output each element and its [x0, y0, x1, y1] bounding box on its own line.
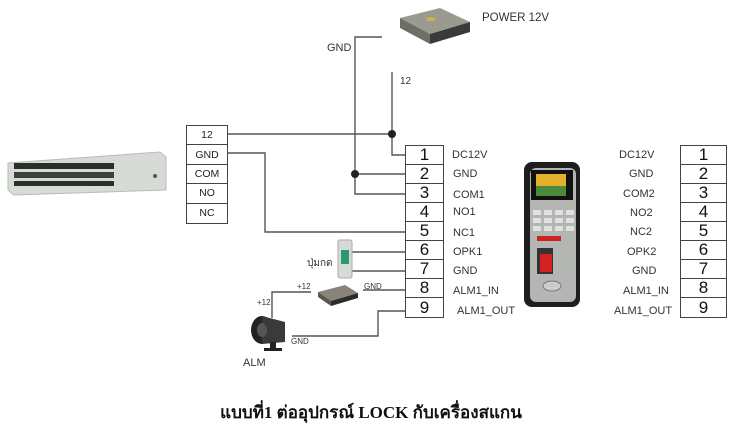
- junction-12v: [388, 130, 396, 138]
- wire-alarm-12: [271, 291, 311, 318]
- terminal-number: 9: [698, 297, 709, 317]
- terminal-number: 1: [406, 145, 443, 165]
- alarm-plus12-label: +12: [297, 282, 311, 291]
- lock-terminal: NO: [187, 184, 227, 204]
- terminal-number: 8: [681, 278, 726, 298]
- scanner-terminal-label: GND: [629, 168, 654, 180]
- terminal-number: 8: [406, 278, 443, 298]
- power-supply-label: POWER 12V: [482, 12, 550, 24]
- terminal-label: NO1: [453, 206, 476, 218]
- diagram-caption: แบบที่1 ต่ออุปกรณ์ LOCK กับเครื่องสแกน: [220, 403, 522, 422]
- lock-terminal-block: 12 GND COM NO NC: [186, 125, 228, 224]
- wire-alm-out: [292, 310, 405, 337]
- scanner-terminal-label: COM2: [623, 188, 655, 200]
- terminal-number: 2: [406, 164, 443, 184]
- lock-terminal: GND: [187, 145, 227, 165]
- alarm-gnd-label: GND: [364, 282, 382, 291]
- terminal-number: 7: [681, 259, 726, 279]
- terminal-number: 5: [406, 221, 443, 241]
- terminal-number: 1: [681, 145, 726, 165]
- terminal-number: 3: [681, 183, 726, 203]
- siren-icon: [251, 316, 285, 351]
- terminal-label: ALM1_OUT: [457, 305, 516, 317]
- terminal-number: 4: [681, 202, 726, 222]
- scanner-terminal-label: ALM1_IN: [623, 285, 669, 297]
- wire-psu-12v: [391, 72, 405, 156]
- lock-terminal: 12: [187, 126, 227, 146]
- fingerprint-scanner-icon: [524, 162, 580, 307]
- terminal-label: COM1: [453, 189, 485, 201]
- scanner-terminal-label: GND: [632, 265, 657, 277]
- wire-psu-gnd: [354, 36, 405, 195]
- controller-terminal-block: 1 2 3 4 5 6 7 8 9: [405, 145, 444, 318]
- lock-terminal: COM: [187, 165, 227, 185]
- terminal-number: 2: [681, 164, 726, 184]
- alarm-label: ALM: [243, 357, 266, 369]
- scanner-terminal-label: NO2: [630, 207, 653, 219]
- exit-button-icon: [337, 239, 353, 279]
- terminal-label: GND: [453, 168, 478, 180]
- wire-lock-gnd-nc1: [226, 152, 405, 233]
- scanner-terminal-label: ALM1_OUT: [614, 305, 673, 317]
- terminal-number: 6: [406, 240, 443, 260]
- terminal-number: 4: [406, 202, 443, 222]
- terminal-label: GND: [453, 265, 478, 277]
- psu-12v-label: 12: [400, 76, 412, 87]
- magnetic-lock-icon: [7, 151, 167, 196]
- scanner-terminal-block: 1 2 3 4 5 6 7 8 9: [680, 145, 727, 318]
- scanner-terminal-label: OPK2: [627, 246, 657, 258]
- scanner-terminal-label: NC2: [630, 226, 653, 238]
- terminal-label: OPK1: [453, 246, 483, 258]
- exit-button-label: ปุ่มกด: [307, 258, 333, 269]
- terminal-number: 6: [681, 240, 726, 260]
- terminal-label: NC1: [453, 227, 476, 239]
- junction-gnd: [351, 170, 359, 178]
- lock-terminal: NC: [199, 207, 215, 220]
- terminal-number: 3: [406, 183, 443, 203]
- terminal-number: 9: [419, 297, 430, 317]
- psu-gnd-label: GND: [327, 42, 352, 54]
- siren-plus12-label: +12: [257, 298, 271, 307]
- power-supply-icon: [400, 8, 470, 44]
- terminal-label: ALM1_IN: [453, 285, 499, 297]
- siren-gnd-label: GND: [291, 337, 309, 346]
- terminal-label: DC12V: [452, 149, 488, 161]
- terminal-number: 7: [406, 259, 443, 279]
- scanner-terminal-label: DC12V: [619, 149, 655, 161]
- alarm-power-icon: [318, 285, 358, 306]
- terminal-number: 5: [681, 221, 726, 241]
